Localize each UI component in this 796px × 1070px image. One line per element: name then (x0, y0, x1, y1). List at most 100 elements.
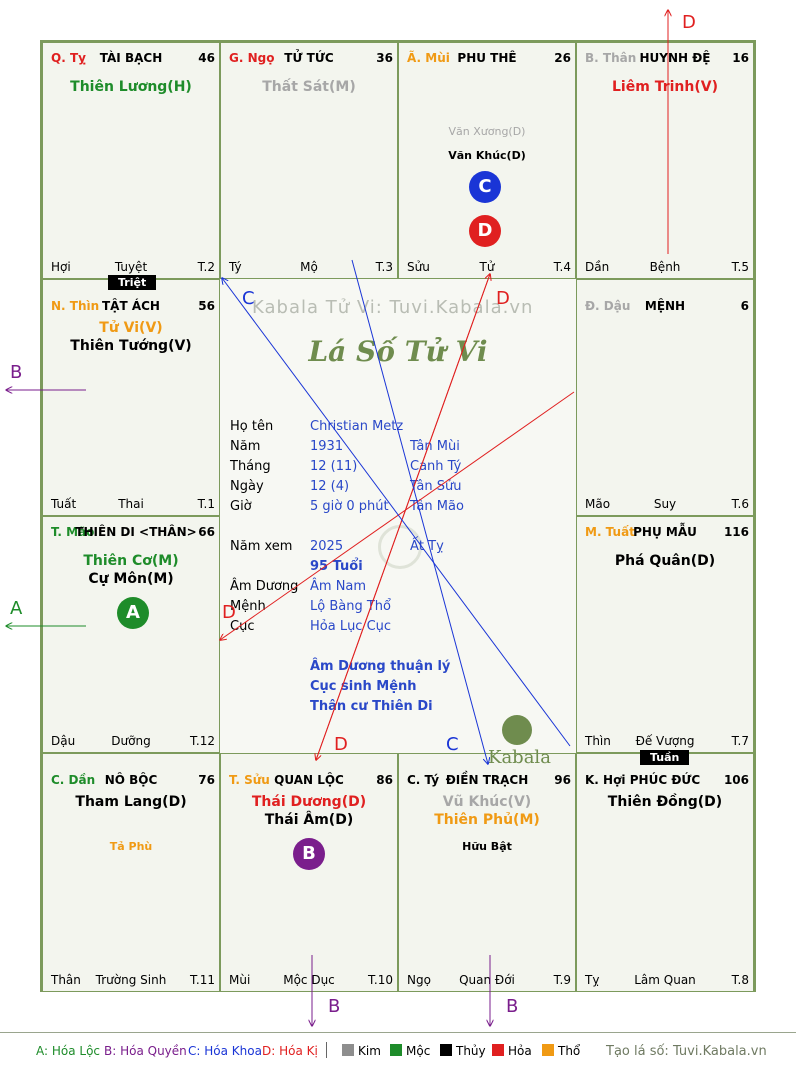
legend-divider-bar (326, 1042, 327, 1058)
cell-branch: B. Thân (585, 51, 637, 65)
tho-swatch-icon (542, 1044, 554, 1056)
legend-divider (0, 1032, 796, 1033)
info-note: Âm Dương thuận lý (310, 659, 451, 674)
info-label: Cục (230, 619, 255, 634)
cell-foot-left: Dậu (51, 734, 76, 748)
info-value: 12 (4) (310, 479, 350, 494)
cell-suu[interactable]: T. Sửu QUAN LỘC 86 Thái Dương(D) Thái Âm… (220, 753, 398, 992)
main-star: Thiên Đồng(D) (607, 794, 723, 810)
minor-star: Tả Phù (109, 840, 153, 853)
legend-hoa-khoa: C: Hóa Khoa (188, 1044, 262, 1058)
cell-age: 56 (198, 299, 215, 313)
cell-hoi[interactable]: K. Hợi PHÚC ĐỨC 106 Thiên Đồng(D) Tỵ Lâm… (576, 753, 754, 992)
info-note: Cục sinh Mệnh (310, 679, 417, 694)
cell-tuat[interactable]: M. Tuất PHỤ MẪU 116 Phá Quân(D) Thìn Đế … (576, 516, 754, 753)
cell-foot-right: T.3 (375, 260, 393, 274)
info-label: Tháng (230, 459, 271, 474)
cell-palace: NÔ BỘC (104, 773, 158, 787)
cell-thin[interactable]: N. Thìn TẬT ÁCH 56 Tử Vi(V) Thiên Tướng(… (42, 279, 220, 516)
info-extra: Tân Mùi (410, 439, 460, 454)
cell-dan[interactable]: C. Dần NÔ BỘC 76 Tham Lang(D) Tả Phù Thâ… (42, 753, 220, 992)
arrow-label-b: B (506, 996, 519, 1017)
cell-foot-center: Quan Đới (459, 973, 515, 987)
cell-branch: C. Tý (407, 773, 440, 787)
chart-board: Q. Tỵ TÀI BẠCH 46 Thiên Lương(H) Hợi Tuy… (40, 40, 756, 992)
legend-hoa-ki: D: Hóa Kị (262, 1044, 318, 1058)
cell-mui[interactable]: Ã. Mùi PHU THÊ 26 Văn Xương(D) Văn Khúc(… (398, 42, 576, 279)
cell-ngo[interactable]: G. Ngọ TỬ TỨC 36 Thất Sát(M) Tý Mộ T.3 (220, 42, 398, 279)
arrow-label-d: D (334, 734, 348, 755)
cell-foot-left: Tuất (51, 497, 77, 511)
minor-star: Văn Xương(D) (448, 125, 526, 138)
legend: A: Hóa Lộc B: Hóa Quyền C: Hóa Khoa D: H… (0, 1034, 796, 1064)
cell-foot-left: Thìn (585, 734, 611, 748)
main-star: Thái Dương(D) (251, 794, 367, 810)
cell-foot-right: T.8 (731, 973, 749, 987)
main-star: Cự Môn(M) (88, 571, 174, 587)
cell-palace: TỬ TỨC (284, 51, 334, 65)
hoa-khoa-marker: C (469, 171, 501, 203)
info-value: Âm Nam (310, 579, 367, 594)
cell-foot-center: Tử (479, 260, 495, 274)
cell-age: 86 (376, 773, 393, 787)
info-extra: Tân Sửu (410, 479, 462, 494)
main-star: Vũ Khúc(V) (442, 794, 532, 810)
cell-foot-right: T.6 (731, 497, 749, 511)
info-note: Thân cư Thiên Di (310, 699, 433, 714)
info-extra: Tân Mão (410, 499, 464, 514)
cell-age: 96 (554, 773, 571, 787)
cell-age: 26 (554, 51, 571, 65)
arrow-label-a: A (10, 598, 23, 619)
site-link[interactable]: Tạo lá số: Tuvi.Kabala.vn (606, 1044, 767, 1059)
info-value: 1931 (310, 439, 344, 454)
cell-foot-right: T.1 (197, 497, 215, 511)
cell-ty[interactable]: Q. Tỵ TÀI BẠCH 46 Thiên Lương(H) Hợi Tuy… (42, 42, 220, 279)
cell-than[interactable]: B. Thân HUYNH ĐỆ 16 Liêm Trinh(V) Dần Bệ… (576, 42, 754, 279)
cell-foot-left: Tỵ (585, 973, 600, 987)
cell-age: 116 (723, 525, 749, 539)
cell-branch: Q. Tỵ (51, 51, 86, 65)
cell-mao[interactable]: T. Mão THIÊN DI <THÂN> 66 Thiên Cơ(M) Cự… (42, 516, 220, 753)
main-star: Thiên Lương(H) (70, 79, 192, 95)
cell-age: 46 (198, 51, 215, 65)
cell-foot-right: T.4 (553, 260, 571, 274)
hoa-swatch-icon (492, 1044, 504, 1056)
hoa-loc-marker: A (117, 597, 149, 629)
cell-foot-left: Tý (229, 260, 242, 274)
main-star: Tử Vi(V) (99, 320, 163, 336)
cell-foot-right: T.9 (553, 973, 571, 987)
info-value: 5 giờ 0 phút (310, 499, 389, 514)
center-panel: Kabala Tử Vi: Tuvi.Kabala.vn Lá Số Tử Vi… (220, 279, 576, 768)
cell-tys[interactable]: C. Tý ĐIỀN TRẠCH 96 Vũ Khúc(V) Thiên Phủ… (398, 753, 576, 992)
cell-foot-right: T.12 (190, 734, 215, 748)
cell-palace: MỆNH (644, 299, 686, 313)
cell-foot-left: Ngọ (407, 973, 431, 987)
info-label: Năm (230, 439, 261, 454)
cell-age: 66 (198, 525, 215, 539)
cell-branch: Đ. Dậu (585, 299, 631, 313)
moc-swatch-icon (390, 1044, 402, 1056)
main-star: Tham Lang(D) (75, 794, 187, 810)
cell-foot-left: Sửu (407, 260, 430, 274)
cell-age: 36 (376, 51, 393, 65)
cell-branch: T. Mão (51, 525, 95, 539)
cell-foot-right: T.7 (731, 734, 749, 748)
info-value: Hỏa Lục Cục (310, 619, 392, 634)
arrow-label-d: D (222, 602, 236, 623)
cell-branch: K. Hợi (585, 773, 626, 787)
main-star: Liêm Trinh(V) (612, 79, 718, 95)
cell-age: 16 (732, 51, 749, 65)
info-label: Họ tên (230, 419, 274, 434)
info-label: Mệnh (230, 599, 266, 614)
cell-palace: TÀI BẠCH (99, 51, 163, 65)
arrow-label-c: C (446, 734, 459, 755)
minor-star: Hữu Bật (462, 840, 512, 853)
main-star: Thiên Cơ(M) (83, 553, 179, 569)
cell-dau[interactable]: Đ. Dậu MỆNH 6 Mão Suy T.6 (576, 279, 754, 516)
main-star: Thất Sát(M) (262, 79, 356, 95)
cell-palace: PHU THÊ (457, 51, 517, 65)
cell-palace: THIÊN DI <THÂN> (75, 525, 197, 539)
cell-foot-center: Đế Vượng (635, 734, 695, 748)
minor-star: Văn Khúc(D) (448, 149, 526, 162)
